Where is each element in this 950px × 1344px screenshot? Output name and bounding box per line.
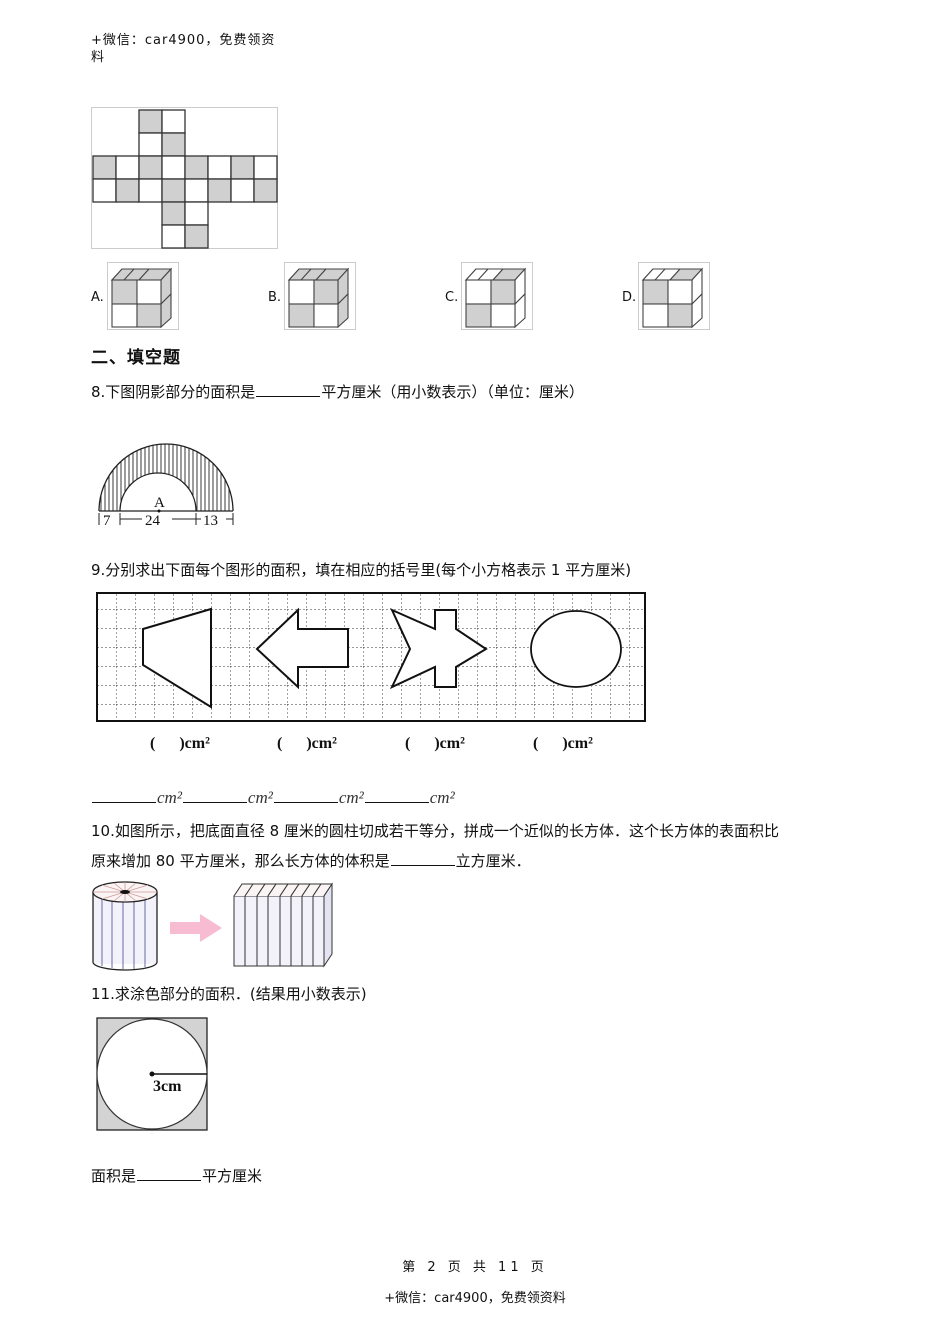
answer-blank[interactable] bbox=[137, 1166, 202, 1181]
answer-prefix: 面积是 bbox=[91, 1167, 137, 1185]
answer-blank-1[interactable] bbox=[92, 788, 156, 803]
question-10-suffix: 立方厘米． bbox=[455, 852, 531, 870]
cube-icon bbox=[284, 262, 356, 330]
option-label: D. bbox=[622, 290, 637, 305]
answer-blank-4[interactable] bbox=[364, 788, 429, 803]
svg-text:3cm: 3cm bbox=[153, 1078, 182, 1095]
unit-1: cm² bbox=[157, 788, 182, 807]
question-8-prefix: 8.下图阴影部分的面积是 bbox=[91, 383, 256, 401]
answer-blank[interactable] bbox=[390, 851, 455, 866]
answer-blank-3[interactable] bbox=[273, 788, 338, 803]
grid-shapes-figure bbox=[95, 591, 647, 730]
answer-suffix: 平方厘米 bbox=[202, 1167, 263, 1185]
svg-text:7: 7 bbox=[103, 513, 111, 529]
option-label: C. bbox=[445, 290, 459, 305]
question-8-suffix: 平方厘米（用小数表示）（单位：厘米） bbox=[321, 383, 584, 401]
question-11-text: 11.求涂色部分的面积．(结果用小数表示) bbox=[91, 985, 367, 1003]
grid-shape-labels: ( )cm² ( )cm² ( )cm² ( )cm² bbox=[150, 735, 650, 759]
cylinder-to-cuboid-figure bbox=[90, 878, 335, 977]
shape-label-4: ( )cm² bbox=[533, 735, 593, 752]
unit-2: cm² bbox=[247, 788, 273, 807]
answer-blank[interactable] bbox=[256, 382, 321, 397]
header-watermark: +微信：car4900，免费领资 料 bbox=[91, 32, 291, 66]
cube-net-figure bbox=[91, 107, 278, 253]
watermark-line-1: +微信：car4900，免费领资 bbox=[91, 33, 276, 48]
question-10-prefix: 原来增加 80 平方厘米，那么长方体的体积是 bbox=[91, 852, 390, 870]
semicircle-ring-figure: A 7 24 13 bbox=[96, 433, 238, 533]
unit-4: cm² bbox=[429, 788, 455, 807]
circle-in-square-figure: 3cm bbox=[96, 1017, 209, 1136]
cube-icon bbox=[107, 262, 179, 330]
question-9-answers: cm² cm² cm² cm² bbox=[91, 788, 455, 808]
question-10-line-1: 10.如图所示，把底面直径 8 厘米的圆柱切成若干等分，拼成一个近似的长方体．这… bbox=[91, 822, 779, 840]
shape-label-1: ( )cm² bbox=[150, 735, 210, 752]
footer-watermark: +微信：car4900，免费领资料 bbox=[384, 1291, 566, 1306]
question-11-answer: 面积是 平方厘米 bbox=[91, 1166, 262, 1186]
option-label: B. bbox=[268, 290, 282, 305]
question-9-text: 9.分别求出下面每个图形的面积，填在相应的括号里(每个小方格表示 1 平方厘米) bbox=[91, 561, 632, 579]
cube-icon bbox=[461, 262, 533, 330]
shape-label-2: ( )cm² bbox=[277, 735, 337, 752]
answer-blank-2[interactable] bbox=[182, 788, 247, 803]
option-label: A. bbox=[91, 290, 104, 305]
unit-3: cm² bbox=[338, 788, 364, 807]
section-title: 二、填空题 bbox=[91, 348, 181, 368]
svg-text:24: 24 bbox=[145, 513, 161, 529]
question-8-text: 8.下图阴影部分的面积是 平方厘米（用小数表示）（单位：厘米） bbox=[91, 382, 584, 402]
svg-text:13: 13 bbox=[203, 513, 218, 529]
question-10-line-2: 原来增加 80 平方厘米，那么长方体的体积是 立方厘米． bbox=[91, 851, 531, 871]
page-indicator: 第 2 页 共 11 页 bbox=[402, 1260, 548, 1275]
svg-text:A: A bbox=[154, 495, 165, 511]
cube-icon bbox=[638, 262, 710, 330]
watermark-line-2: 料 bbox=[91, 50, 106, 65]
shape-label-3: ( )cm² bbox=[405, 735, 465, 752]
